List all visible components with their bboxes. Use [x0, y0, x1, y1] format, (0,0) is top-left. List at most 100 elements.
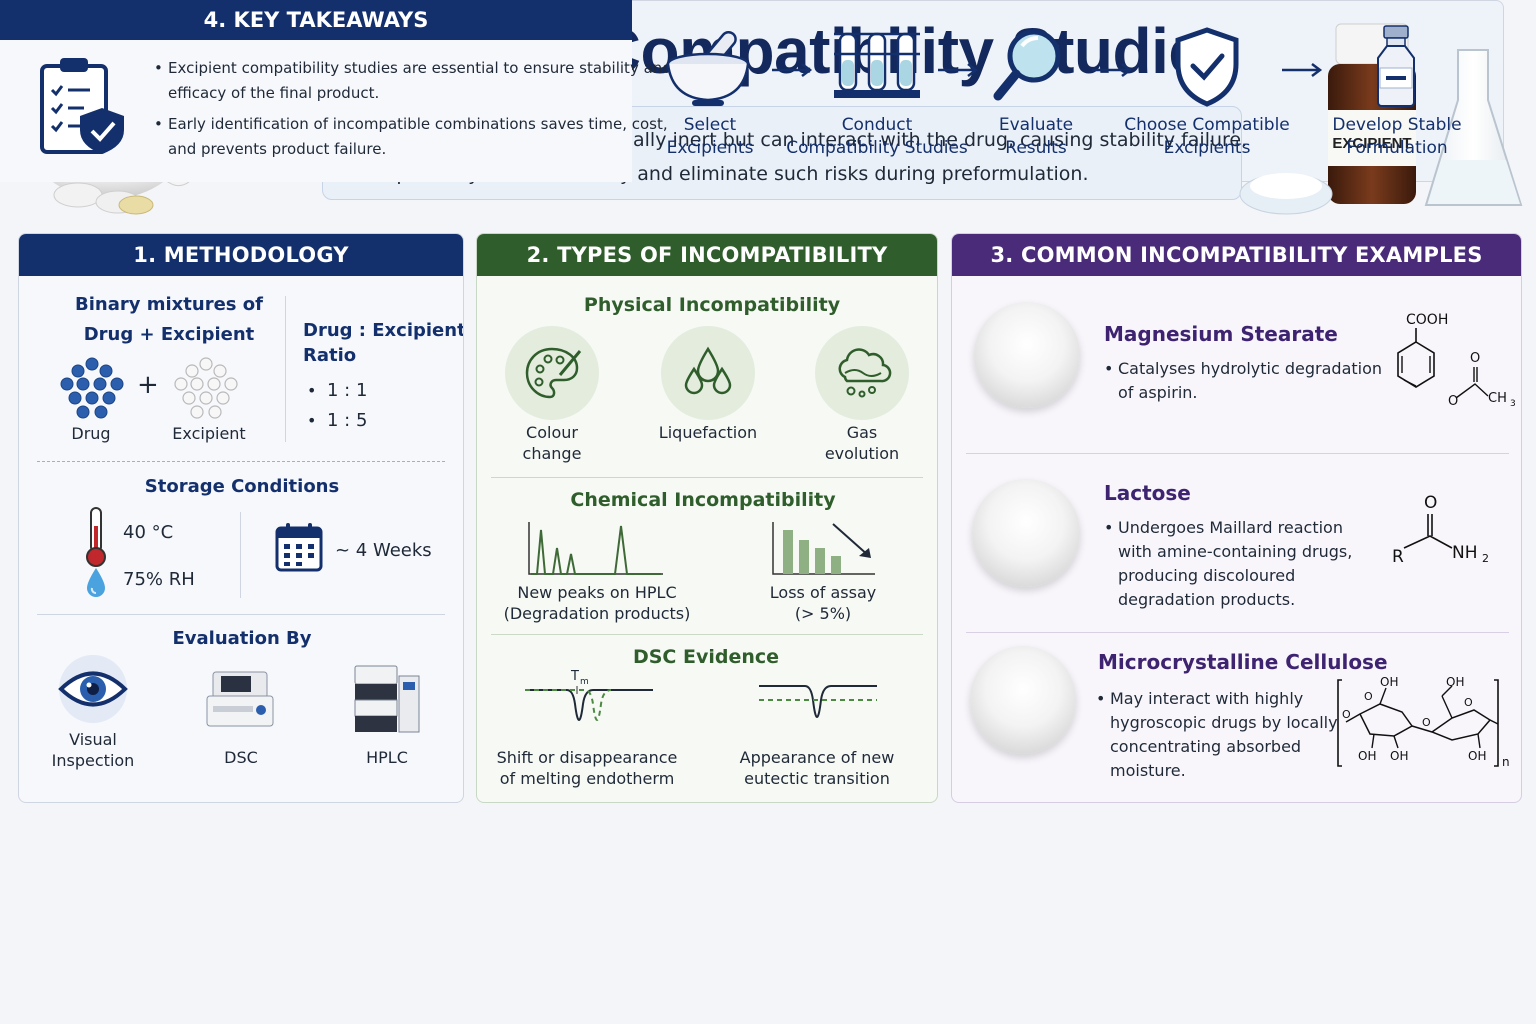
powder-bowl-image [974, 302, 1080, 408]
assay-loss-line1: Loss of assay [769, 583, 877, 602]
svg-text:O: O [1464, 696, 1473, 709]
ratio-heading-line2: Ratio [303, 345, 357, 366]
drug-label: Drug [71, 424, 111, 443]
hplc-new-peaks-line2: (Degradation products) [503, 604, 691, 623]
shield-check-icon [1174, 26, 1240, 112]
mortar-pestle-icon [664, 24, 756, 112]
hplc-instrument-icon [351, 662, 423, 740]
svg-text:O: O [1448, 394, 1458, 409]
example-description: • May interact with highly hygroscopic d… [1096, 689, 1338, 780]
aspirin-structure-icon: COOH O O CH 3 [1384, 310, 1518, 414]
dsc-shift-line2: of melting endotherm [499, 769, 675, 788]
ratio-item: •1 : 5 [307, 410, 368, 431]
calendar-icon [275, 522, 323, 576]
dsc-instrument-icon [205, 664, 275, 734]
chemical-heading: Chemical Incompatibility [570, 489, 836, 511]
assay-loss-line2: (> 5%) [794, 604, 852, 623]
drug-particles-icon [57, 356, 127, 426]
svg-text:O: O [1422, 716, 1431, 729]
svg-text:CH: CH [1488, 391, 1507, 406]
amide-structure-icon: O R NH 2 [1390, 490, 1514, 574]
evaluation-heading: Evaluation By [172, 628, 312, 649]
svg-text:O: O [1342, 708, 1351, 721]
svg-text:2: 2 [1482, 552, 1489, 565]
example-name: Microcrystalline Cellulose [1098, 650, 1388, 674]
humidity-value: 75% RH [123, 569, 195, 590]
method-visual-line2: Inspection [51, 751, 135, 770]
arrow-right-icon [1090, 62, 1134, 82]
arrow-right-icon [770, 62, 814, 82]
svg-text:OH: OH [1380, 675, 1398, 689]
binary-mixtures-line2: Drug + Excipient [83, 324, 255, 345]
takeaway-bullet: • Excipient compatibility studies are es… [154, 59, 672, 102]
types-panel: 2. TYPES OF INCOMPATIBILITY Physical Inc… [476, 233, 938, 803]
liquefaction-label: Liquefaction [658, 423, 758, 442]
takeaways-heading: 4. KEY TAKEAWAYS [0, 0, 632, 40]
clipboard-shield-icon [38, 54, 130, 162]
hplc-peaks-icon [527, 520, 667, 582]
examples-heading: 3. COMMON INCOMPATIBILITY EXAMPLES [952, 234, 1521, 276]
plus-sign: + [137, 370, 159, 400]
method-dsc: DSC [224, 748, 258, 767]
dsc-heading: DSC Evidence [632, 646, 780, 668]
svg-text:O: O [1424, 493, 1437, 513]
svg-text:T: T [570, 669, 579, 684]
svg-text:3: 3 [1510, 399, 1516, 409]
thermometer-icon [81, 506, 111, 572]
powder-bowl-image [972, 479, 1080, 587]
methodology-panel: 1. METHODOLOGY Binary mixtures of Drug +… [18, 233, 464, 803]
svg-text:NH: NH [1452, 543, 1478, 563]
vial-icon [1368, 24, 1424, 112]
powder-bowl-image [970, 646, 1076, 754]
svg-text:n: n [1502, 755, 1510, 769]
water-drop-icon [85, 566, 107, 602]
storage-heading: Storage Conditions [144, 476, 340, 497]
svg-text:R: R [1392, 547, 1404, 567]
colour-change-line1: Colour [526, 423, 578, 442]
palette-icon [505, 326, 599, 420]
example-description: • Catalyses hydrolytic degradation of as… [1104, 359, 1383, 402]
arrow-right-icon [1280, 62, 1324, 82]
temperature-value: 40 °C [123, 522, 174, 543]
gas-cloud-icon [815, 326, 909, 420]
ratio-heading-line1: Drug : Excipient [303, 320, 464, 341]
svg-text:OH: OH [1468, 749, 1486, 763]
liquefaction-drops-icon [661, 326, 755, 420]
physical-heading: Physical Incompatibility [583, 294, 841, 316]
binary-mixtures-line1: Binary mixtures of [75, 294, 263, 315]
eye-icon [55, 654, 131, 728]
example-name: Lactose [1104, 481, 1191, 505]
cellulose-structure-icon: n OH OH OH OH OH O O O O [1336, 674, 1520, 778]
example-description: • Undergoes Maillard reaction with amine… [1104, 518, 1353, 609]
test-tubes-icon [832, 30, 922, 108]
excipient-label: Excipient [172, 424, 246, 443]
example-name: Magnesium Stearate [1104, 322, 1338, 346]
svg-text:OH: OH [1446, 675, 1464, 689]
types-heading: 2. TYPES OF INCOMPATIBILITY [477, 234, 937, 276]
svg-text:OH: OH [1358, 749, 1376, 763]
excipient-particles-icon [171, 356, 241, 426]
svg-text:O: O [1364, 690, 1373, 703]
method-visual-line1: Visual [69, 730, 117, 749]
gas-evolution-line1: Gas [846, 423, 878, 442]
dsc-shift-line1: Shift or disappearance [496, 748, 678, 767]
duration-value: ~ 4 Weeks [335, 540, 432, 561]
method-hplc: HPLC [366, 748, 408, 767]
hplc-new-peaks-line1: New peaks on HPLC [517, 583, 677, 602]
svg-text:OH: OH [1390, 749, 1408, 763]
dsc-eutectic-line1: Appearance of new [739, 748, 895, 767]
bottle-label: EXCIPIENT [1332, 135, 1411, 152]
arrow-right-icon [936, 62, 980, 82]
ratio-item: •1 : 1 [307, 380, 368, 401]
methodology-heading: 1. METHODOLOGY [19, 234, 463, 276]
svg-text:O: O [1470, 351, 1480, 366]
colour-change-line2: change [522, 444, 582, 463]
takeaways-panel: 4. KEY TAKEAWAYS • Excipient compatibili… [0, 0, 1504, 182]
dsc-eutectic-line2: eutectic transition [744, 769, 890, 788]
dsc-eutectic-curve-icon [757, 674, 881, 750]
